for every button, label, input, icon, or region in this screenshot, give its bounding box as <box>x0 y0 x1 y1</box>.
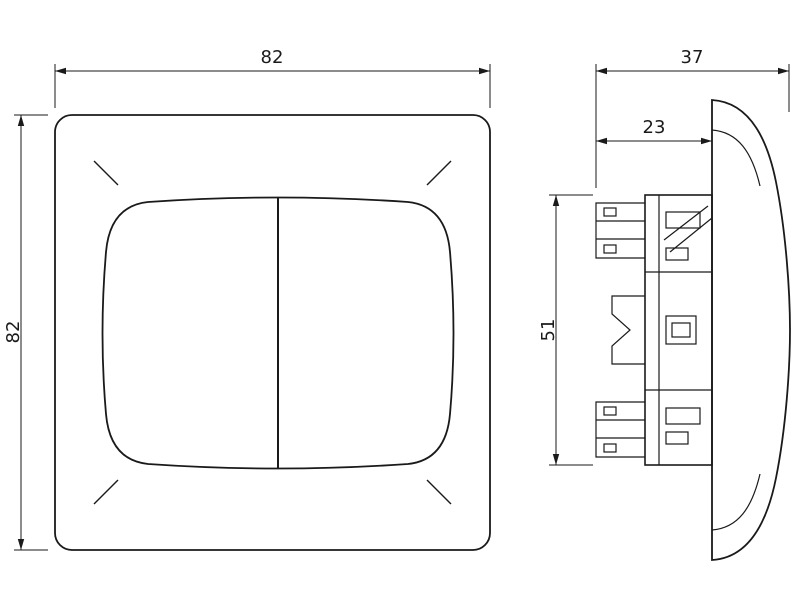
label-mechanism-depth: 23 <box>643 117 666 138</box>
side-view <box>595 99 791 561</box>
terminal-clamp <box>603 406 617 416</box>
contact-detail <box>665 315 697 345</box>
terminal-bottom <box>595 401 645 458</box>
dimensions <box>14 64 790 551</box>
mechanism-body <box>644 194 713 466</box>
front-view <box>54 114 491 551</box>
bevel-mark-bottom-left <box>93 479 119 505</box>
contact-detail <box>665 247 689 261</box>
dim-front-height <box>14 114 48 551</box>
bevel-mark-top-left <box>93 160 119 186</box>
label-front-width: 82 <box>261 47 284 68</box>
mechanism <box>595 194 713 466</box>
bevel-mark-top-right <box>426 160 452 186</box>
faceplate-outline <box>54 114 491 551</box>
rocker-block-outline <box>101 196 455 470</box>
label-front-height: 82 <box>3 321 24 344</box>
bevel-mark-bottom-right <box>426 479 452 505</box>
label-side-depth: 37 <box>681 47 704 68</box>
contact-detail <box>665 211 701 229</box>
contact-detail <box>665 431 689 445</box>
contact-detail <box>665 407 701 425</box>
terminal-top <box>595 202 645 259</box>
dimension-labels: 82 82 37 23 51 <box>3 47 703 343</box>
label-mechanism-height: 51 <box>538 319 559 342</box>
dim-side-depth <box>595 64 790 188</box>
cover-bevel-bottom <box>711 473 761 531</box>
actuator-arm <box>663 205 709 241</box>
terminal-clamp <box>603 207 617 217</box>
dim-mechanism-height <box>549 194 593 466</box>
contact-detail <box>671 322 691 338</box>
dim-front-width <box>54 64 491 108</box>
actuator-arm <box>669 217 713 253</box>
cover-bevel-top <box>711 129 761 187</box>
terminal-clamp <box>603 443 617 453</box>
cover-profile <box>711 99 791 561</box>
terminal-clamp <box>603 244 617 254</box>
mounting-claw <box>611 295 645 365</box>
